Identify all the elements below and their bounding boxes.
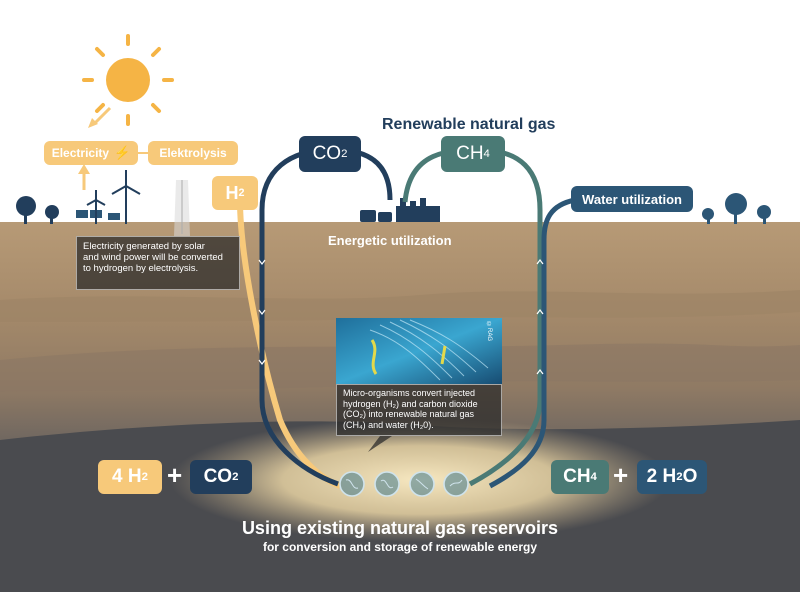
bottom-h2-subscript: 2 (141, 471, 148, 483)
photo-credit: ©RAG (486, 322, 492, 342)
plus-sign-right: + (613, 460, 629, 490)
bottom-h2-label: 4 H (112, 466, 142, 487)
bottom-h2o-suffix: O (682, 466, 698, 487)
micro-organism-photo (336, 318, 502, 384)
trees-left-icon (16, 196, 59, 224)
co2-label: CO (312, 143, 342, 164)
micro-organism-callout: Micro-organisms convert injected hydroge… (336, 384, 502, 436)
bottom-co2-subscript: 2 (232, 471, 239, 483)
co2-subscript: 2 (341, 148, 348, 160)
micro-callout-line: (CH₄) and water (H₂0). (343, 419, 434, 430)
factory-icon (396, 198, 440, 222)
bottom-h2o-subscript: 2 (676, 471, 683, 483)
micro-callout-line: hydrogen (H₂) and carbon dioxide (343, 398, 478, 409)
bottom-ch4-label: CH (563, 466, 591, 487)
electrolysis-callout-line: to hydrogen by electrolysis. (83, 263, 199, 274)
footer-title: Using existing natural gas reservoirs (241, 518, 559, 538)
sky (0, 0, 800, 222)
diagram-title: Renewable natural gas (382, 116, 556, 133)
footer-subtitle: for conversion and storage of renewable … (262, 540, 538, 554)
energetic-utilization-label: Energetic utilization (328, 233, 452, 248)
micro-callout-line: Micro-organisms convert injected (343, 388, 476, 398)
electrolysis-callout: Electricity generated by solar and wind … (76, 236, 240, 290)
h2-flow-line (237, 199, 342, 489)
bottom-co2-label: CO (203, 466, 233, 487)
trees-right-icon (702, 193, 771, 224)
electricity-box: Electricity ⚡ (44, 141, 138, 165)
h2-label: H (225, 182, 239, 203)
electricity-label: Electricity (51, 146, 110, 160)
vehicles-icon (360, 210, 392, 222)
bottom-h2o-label: 2 H (646, 466, 677, 487)
micro-callout-line: (CO₂) into renewable natural gas (343, 409, 475, 419)
water-utilization-label: Water utilization (582, 191, 682, 207)
elektrolysis-box: Elektrolysis (148, 141, 238, 165)
plus-sign-left: + (167, 460, 183, 490)
water-flow-line (488, 197, 576, 489)
sun-icon (82, 34, 174, 126)
sun-arrow (92, 106, 112, 126)
h2-subscript: 2 (238, 187, 245, 199)
wind-turbine-icon (86, 170, 141, 224)
lightning-icon: ⚡ (114, 145, 131, 160)
ch4-flow-line (402, 147, 543, 487)
co2-flow-line (259, 147, 393, 487)
elektrolysis-label: Elektrolysis (159, 146, 227, 160)
electrolysis-callout-line: Electricity generated by solar (83, 241, 205, 252)
bottom-ch4-subscript: 4 (590, 471, 597, 483)
ch4-subscript: 4 (483, 148, 490, 160)
ch4-label: CH (456, 143, 484, 164)
water-utilization-box: Water utilization (571, 186, 693, 212)
electrolysis-callout-line: and wind power will be converted (83, 252, 223, 263)
